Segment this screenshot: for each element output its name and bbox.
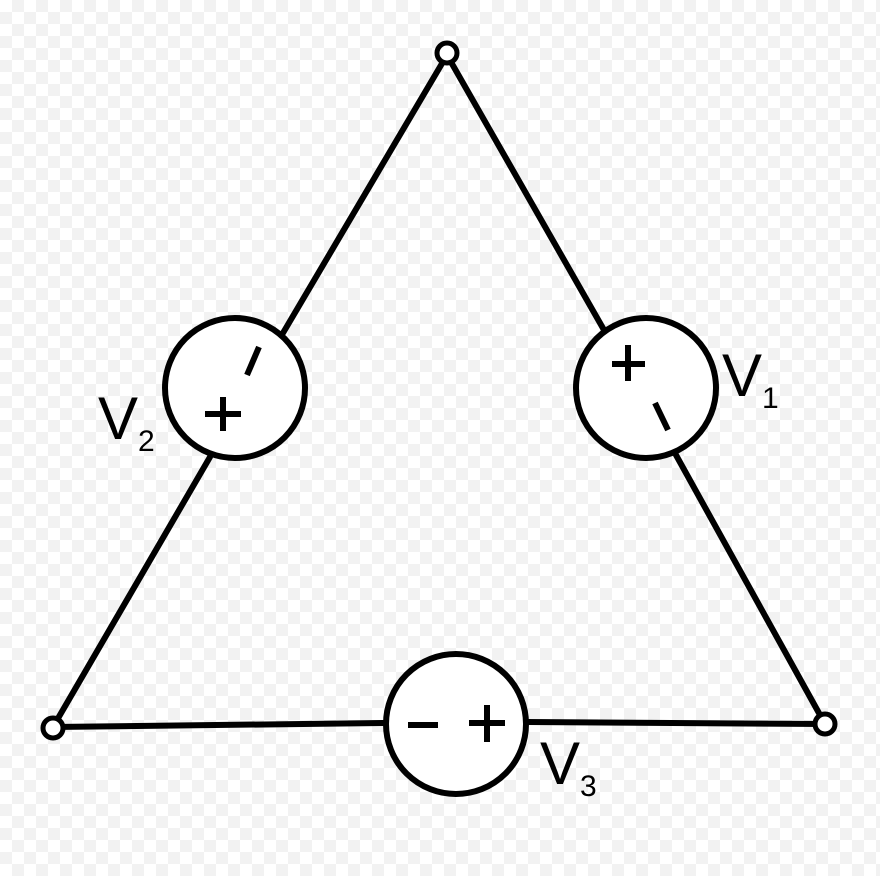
label-v2: V2 [98, 385, 155, 458]
label-v1-subscript: 1 [762, 382, 779, 415]
v1-circle [573, 315, 719, 461]
node-bottom-left [40, 715, 66, 741]
wire-bottom-left-to-v3 [50, 720, 387, 730]
v2-circle [162, 315, 308, 461]
v2-plus-sign [205, 397, 241, 431]
wire-top-to-v1 [444, 52, 607, 333]
v2-minus-sign [244, 345, 262, 377]
label-v3: V3 [540, 730, 597, 803]
wire-v2-to-bottom-left [50, 454, 213, 730]
v3-circle [383, 651, 529, 797]
voltage-source-v1 [573, 315, 719, 461]
wire-top-to-v2 [280, 52, 450, 336]
v3-plus-sign [469, 705, 505, 742]
label-v3-main: V [540, 730, 580, 797]
label-v2-main: V [98, 385, 138, 452]
node-bottom-right [812, 711, 838, 737]
label-v1: V1 [722, 342, 779, 415]
v1-minus-sign [652, 401, 671, 432]
voltage-source-v3 [383, 651, 529, 797]
label-v3-subscript: 3 [580, 770, 597, 803]
v1-plus-sign [612, 345, 645, 381]
voltage-source-v2 [162, 315, 308, 461]
node-top [434, 40, 460, 66]
label-v1-main: V [722, 342, 762, 409]
label-v2-subscript: 2 [138, 425, 155, 458]
wire-v1-to-bottom-right [673, 452, 828, 727]
wire-v3-to-bottom-right [525, 719, 828, 727]
